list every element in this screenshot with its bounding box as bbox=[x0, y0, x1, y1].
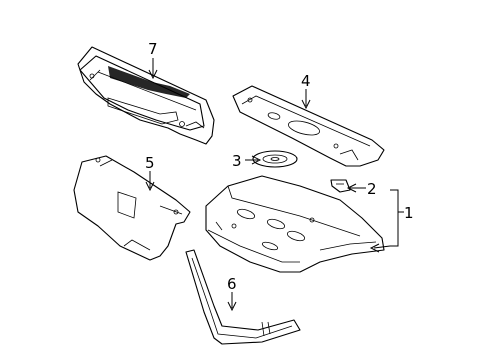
callout-7: 7 bbox=[148, 40, 158, 58]
part-4-parcel-shelf[interactable] bbox=[232, 85, 385, 167]
part-1-rear-panel[interactable] bbox=[205, 175, 385, 273]
callout-3: 3 bbox=[232, 152, 242, 170]
part-3-speaker[interactable] bbox=[252, 150, 298, 168]
part-7-package-tray-panel[interactable] bbox=[77, 46, 215, 145]
part-5-seat-back-panel[interactable] bbox=[73, 155, 191, 261]
callout-4: 4 bbox=[301, 72, 311, 90]
callout-6: 6 bbox=[227, 275, 237, 293]
callout-5: 5 bbox=[145, 154, 155, 172]
part-6-reinforcement[interactable] bbox=[185, 249, 301, 345]
leader-1 bbox=[390, 189, 404, 247]
callout-leaders bbox=[145, 58, 404, 312]
part-2-bracket[interactable] bbox=[330, 179, 351, 193]
callout-2: 2 bbox=[367, 180, 377, 198]
callout-1: 1 bbox=[404, 204, 414, 222]
